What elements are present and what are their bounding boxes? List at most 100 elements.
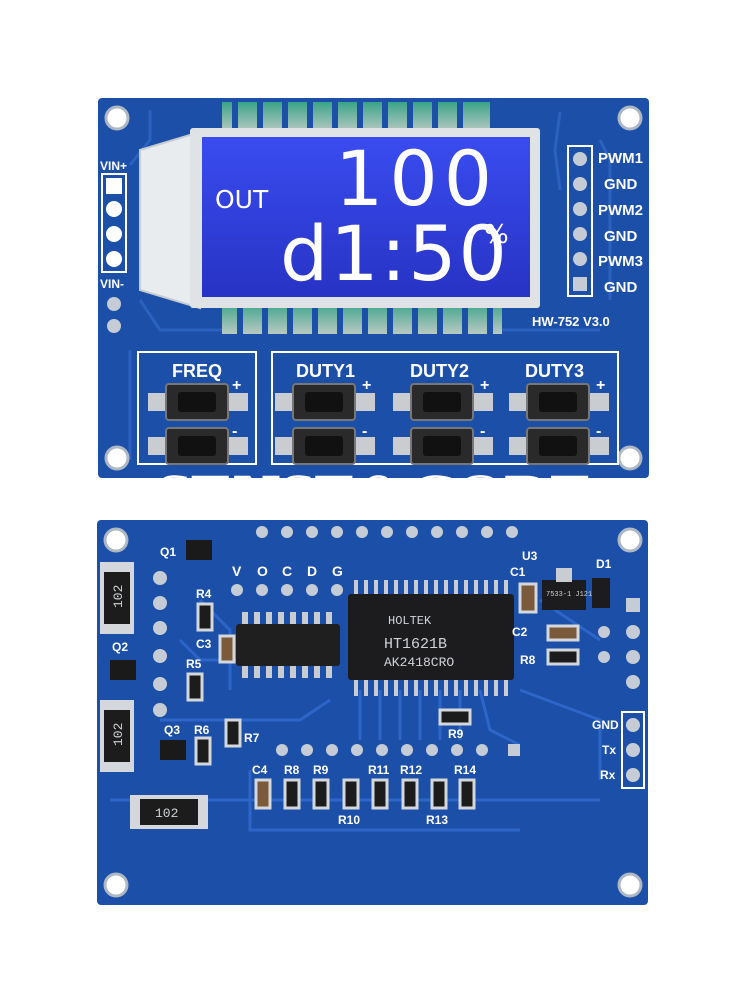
duty1-plus-mark: +	[362, 377, 371, 394]
duty2-label: DUTY2	[410, 361, 469, 381]
duty3-plus-mark: +	[596, 377, 605, 394]
pwm1-label: PWM1	[598, 150, 643, 167]
resistor-r7	[224, 718, 242, 748]
resistor-r4	[196, 602, 214, 632]
watermark: SENSE&CORE	[156, 464, 593, 532]
vin-minus-label: VIN-	[100, 277, 124, 291]
chip-part: HT1621B	[384, 636, 447, 653]
pwm-header-outline	[567, 145, 593, 297]
bottom-row-parts	[254, 778, 476, 810]
uart-pads	[626, 718, 640, 782]
top-board: VIN+ VIN-	[98, 98, 649, 478]
q2-label: Q2	[112, 640, 128, 654]
q1-label: Q1	[160, 545, 176, 559]
duty1-plus-switch	[275, 383, 375, 421]
c1-label: C1	[510, 565, 526, 579]
lcd-top-value: 100	[335, 134, 498, 223]
chip-pins	[354, 580, 508, 696]
q3-label: Q3	[164, 723, 180, 737]
via	[107, 297, 121, 311]
transistor-q1	[186, 540, 212, 560]
duty3-label: DUTY3	[525, 361, 584, 381]
vin-header-pins	[106, 178, 122, 267]
r8-label: R8	[520, 653, 536, 667]
diode-d1	[592, 578, 610, 608]
uart-rx-label: Rx	[600, 768, 616, 782]
resistor-r9-top	[438, 708, 472, 726]
regulator-u3: 7533-1 J1219	[542, 568, 596, 610]
duty1-label: DUTY1	[296, 361, 355, 381]
via	[107, 319, 121, 333]
duty2-minus-switch	[393, 427, 493, 465]
vin-header-outline	[101, 173, 127, 273]
bottom-board: 102 102 102 Q1 Q2 Q3 V O C D G R4	[97, 520, 648, 905]
duty3-minus-switch	[509, 427, 609, 465]
lcd-mode-label: OUT	[215, 185, 269, 214]
r12-label: R12	[400, 763, 422, 777]
r9b-label: R9	[313, 763, 329, 777]
freq-plus-mark: +	[232, 377, 241, 394]
freq-minus-mark: -	[232, 423, 237, 440]
r14-label: R14	[454, 763, 476, 777]
uart-tx-label: Tx	[602, 743, 616, 757]
gnd-label: GND	[604, 176, 638, 193]
resistor-r8	[546, 648, 580, 666]
transistor-q2	[110, 660, 136, 680]
r10-label: R10	[338, 813, 360, 827]
r4-label: R4	[196, 587, 212, 601]
resistor-r5	[186, 672, 204, 702]
capacitor-c3	[218, 634, 236, 664]
pwm-header-pins	[573, 152, 587, 291]
r9-label: R9	[448, 727, 464, 741]
r11-label: R11	[368, 763, 390, 777]
lcd-solder-pads	[256, 526, 518, 538]
capacitor-c1	[518, 582, 538, 614]
duty3-plus-switch	[509, 383, 609, 421]
freq-minus-switch	[148, 427, 248, 465]
vin-plus-label: VIN+	[100, 159, 127, 173]
resistor-102-2: 102	[100, 700, 134, 772]
model-label: HW-752 V3.0	[532, 314, 610, 329]
r8b-label: R8	[284, 763, 300, 777]
resistor-102-1: 102	[100, 562, 134, 634]
r13-label: R13	[426, 813, 448, 827]
resistor-r6	[194, 736, 212, 766]
lcd-bottom-value: d1:50	[280, 209, 509, 298]
c2-label: C2	[512, 625, 528, 639]
ht1621b-chip: HOLTEK HT1621B AK2418CRO	[348, 580, 514, 696]
chip-brand: HOLTEK	[388, 614, 432, 628]
r6-label: R6	[194, 723, 210, 737]
gnd-label: GND	[604, 279, 638, 296]
u3-label: U3	[522, 549, 538, 563]
lcd-unit: %	[484, 220, 509, 250]
resistor-102-3: 102	[130, 795, 208, 829]
right-vias	[598, 598, 640, 689]
capacitor-c2	[546, 624, 580, 642]
duty2-plus-mark: +	[480, 377, 489, 394]
r7-label: R7	[244, 731, 260, 745]
pwm3-label: PWM3	[598, 253, 643, 270]
duty2-plus-switch	[393, 383, 493, 421]
chip-code: AK2418CRO	[384, 655, 454, 670]
pin-c-label: C	[282, 563, 292, 579]
r5-label: R5	[186, 657, 202, 671]
svg-text:102: 102	[111, 723, 126, 746]
d1-label: D1	[596, 557, 612, 571]
duty3-minus-mark: -	[596, 423, 601, 440]
pin-d-label: D	[307, 563, 317, 579]
pin-g-label: G	[332, 563, 343, 579]
duty1-minus-mark: -	[362, 423, 367, 440]
pin-v-label: V	[232, 563, 242, 579]
gnd-label: GND	[604, 228, 638, 245]
c4-label: C4	[252, 763, 268, 777]
soic-chip	[236, 612, 340, 678]
freq-plus-switch	[148, 383, 248, 421]
c3-label: C3	[196, 637, 212, 651]
prog-header-pads	[231, 584, 343, 596]
lcd-pins-top	[222, 100, 490, 132]
svg-text:102: 102	[111, 585, 126, 608]
uart-header-outline	[621, 711, 645, 789]
duty2-minus-mark: -	[480, 423, 485, 440]
duty1-minus-switch	[275, 427, 375, 465]
